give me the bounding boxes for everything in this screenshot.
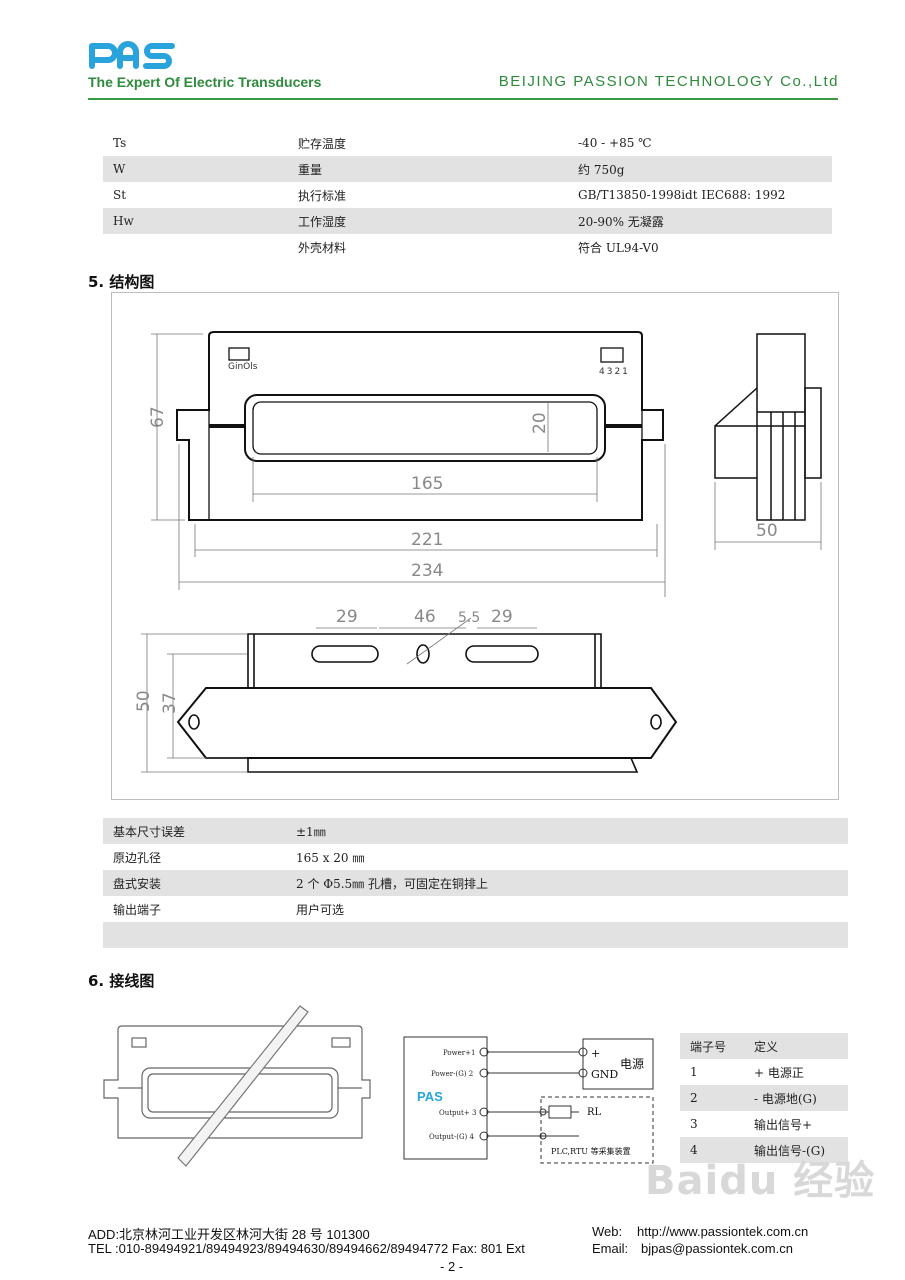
- spec-symbol: Ts: [113, 136, 127, 150]
- table-row: 盘式安装 2 个 Φ5.5㎜ 孔槽，可固定在铜排上: [103, 870, 848, 896]
- footer-email-label: Email:: [592, 1241, 629, 1256]
- table-row: [103, 922, 848, 948]
- pin1-label: Power+1: [443, 1049, 475, 1057]
- dim-label-5-5: 5.5: [458, 610, 480, 626]
- table-row: 输出端子 用户可选: [103, 896, 848, 922]
- dim-name: [103, 922, 286, 948]
- pin4-label: Output-(G) 4: [429, 1133, 475, 1141]
- watermark: Baidu 经验: [645, 1158, 876, 1204]
- dim-label-221: 221: [411, 530, 443, 550]
- table-row: 基本尺寸误差 ±1㎜: [103, 818, 848, 844]
- spec-value: 约 750g: [568, 156, 832, 182]
- dim-name: 输出端子: [113, 902, 162, 917]
- table-row: St 执行标准 GB/T13850-1998idt IEC688: 1992: [103, 182, 832, 208]
- terminal-def: + 电源正: [754, 1065, 804, 1080]
- supply-label: 电源: [620, 1057, 644, 1071]
- product-sketch: [103, 1005, 371, 1167]
- spec-value: 20-90% 无凝露: [568, 208, 832, 234]
- table-row: 外壳材料 符合 UL94-V0: [103, 234, 832, 260]
- table-row: Ts 贮存温度 -40 - +85 ℃: [103, 130, 832, 156]
- footer-email-link[interactable]: bjpas@passiontek.com.cn: [641, 1241, 793, 1256]
- tagline: The Expert Of Electric Transducers: [88, 74, 322, 90]
- spec-name: 贮存温度: [298, 136, 347, 151]
- dim-value: 165 x 20 ㎜: [296, 850, 365, 865]
- dim-label-37: 37: [160, 692, 180, 714]
- spec-value: -40 - +85 ℃: [578, 136, 652, 150]
- spec-symbol: St: [113, 188, 127, 202]
- dim-value: 用户可选: [296, 902, 345, 917]
- section-title-wiring: 6. 接线图: [88, 972, 155, 990]
- dim-name: 基本尺寸误差: [103, 818, 286, 844]
- terminal-def: 输出信号-(G): [744, 1137, 848, 1163]
- terminal-num: 4: [680, 1137, 744, 1163]
- terminal-num: 2: [680, 1085, 744, 1111]
- spec-name: 执行标准: [298, 188, 347, 203]
- spec-value: GB/T13850-1998idt IEC688: 1992: [578, 188, 786, 202]
- footer-web-link[interactable]: http://www.passiontek.com.cn: [637, 1224, 809, 1239]
- table-row: Hw 工作湿度 20-90% 无凝露: [103, 208, 832, 234]
- terminal-header-def: 定义: [744, 1033, 848, 1059]
- spec-name: 工作湿度: [288, 208, 568, 234]
- company-name: BEIJING PASSION TECHNOLOGY Co.,Ltd: [498, 73, 839, 90]
- terminal-header-num: 端子号: [680, 1033, 744, 1059]
- supply-gnd: GND: [591, 1068, 618, 1081]
- dimension-table: 基本尺寸误差 ±1㎜ 原边孔径 165 x 20 ㎜ 盘式安装 2 个 Φ5.5…: [103, 818, 848, 948]
- spec-symbol: W: [103, 156, 288, 182]
- structure-drawing: 67 20 165 221 234 50 29 46 5.5 29 50 37 …: [134, 331, 822, 773]
- table-row: 端子号 定义: [680, 1033, 848, 1059]
- dim-label-50: 50: [134, 690, 154, 712]
- spec-name: 外壳材料: [298, 240, 347, 255]
- ginols-label: GinOls: [228, 362, 258, 372]
- footer-web-label: Web:: [592, 1224, 623, 1239]
- table-row: 原边孔径 165 x 20 ㎜: [103, 844, 848, 870]
- dim-name: 原边孔径: [113, 850, 162, 865]
- terminal-def: - 电源地(G): [744, 1085, 848, 1111]
- pin3-label: Output+ 3: [439, 1109, 476, 1117]
- terminal-table: 端子号 定义 1 + 电源正 2 - 电源地(G) 3 输出信号+ 4 输出信号…: [680, 1033, 848, 1163]
- footer-address: ADD:北京林河工业开发区林河大街 28 号 101300: [88, 1227, 370, 1242]
- dim-value: ±1㎜: [286, 818, 848, 844]
- spec-name: 重量: [288, 156, 568, 182]
- rl-label: RL: [587, 1107, 602, 1118]
- spec-symbol: Hw: [103, 208, 288, 234]
- header-divider: [88, 98, 838, 100]
- spec-symbol: [103, 234, 288, 260]
- section-title-structure: 5. 结构图: [88, 273, 155, 291]
- spec-value: 符合 UL94-V0: [578, 240, 659, 255]
- dim-label-165: 165: [411, 474, 443, 494]
- spec-table: Ts 贮存温度 -40 - +85 ℃ W 重量 约 750g St 执行标准 …: [103, 130, 832, 260]
- table-row: 4 输出信号-(G): [680, 1137, 848, 1163]
- terminal-num: 3: [690, 1117, 698, 1131]
- dim-label-234: 234: [411, 561, 443, 581]
- pin2-label: Power-(G) 2: [431, 1070, 473, 1078]
- dim-label-29a: 29: [336, 607, 358, 627]
- wiring-logo: PAS: [417, 1089, 443, 1104]
- supply-plus: +: [591, 1047, 600, 1060]
- table-row: 3 输出信号+: [680, 1111, 848, 1137]
- terminal-num: 1: [690, 1065, 698, 1079]
- dim-label-29b: 29: [491, 607, 513, 627]
- page-number: - 2 -: [440, 1259, 464, 1274]
- dim-value: 2 个 Φ5.5㎜ 孔槽，可固定在铜排上: [286, 870, 848, 896]
- structure-drawing-frame: [111, 292, 839, 800]
- dim-value: [286, 922, 848, 948]
- table-row: 1 + 电源正: [680, 1059, 848, 1085]
- wiring-diagram: Power+1 Power-(G) 2 Output+ 3 Output-(G)…: [403, 1036, 654, 1164]
- plc-label: PLC,RTU 等采集装置: [551, 1146, 631, 1156]
- table-row: W 重量 约 750g: [103, 156, 832, 182]
- dim-name: 盘式安装: [103, 870, 286, 896]
- pins-label: 4321: [599, 367, 630, 377]
- dim-label-20: 20: [530, 412, 550, 434]
- dim-label-50-side: 50: [756, 521, 778, 541]
- table-row: 2 - 电源地(G): [680, 1085, 848, 1111]
- footer-tel: TEL :010-89494921/89494923/89494630/8949…: [88, 1241, 525, 1256]
- dim-label-67: 67: [148, 406, 168, 428]
- dim-label-46: 46: [414, 607, 436, 627]
- terminal-def: 输出信号+: [754, 1117, 813, 1132]
- pas-logo: [89, 41, 175, 69]
